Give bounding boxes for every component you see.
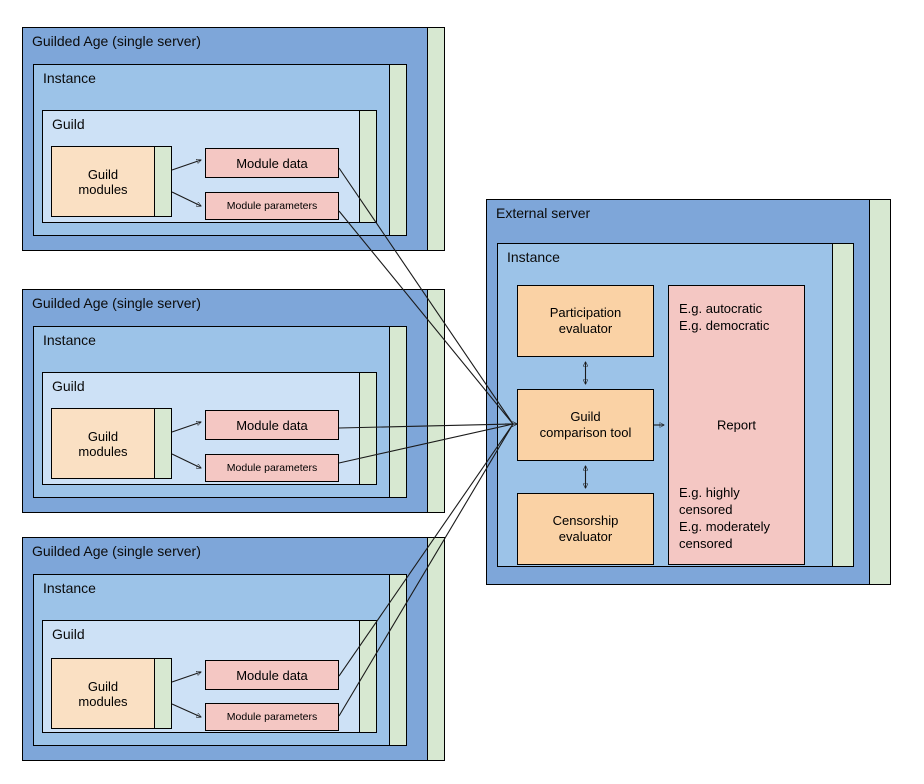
censorship-evaluator-label: Censorship evaluator <box>552 513 619 544</box>
server-title: Guilded Age (single server) <box>32 33 201 49</box>
guild-modules-label: Guild modules <box>78 166 128 197</box>
guild-title: Guild <box>52 626 85 642</box>
guild-modules-stack-indicator <box>152 146 172 217</box>
module-parameters-label: Module parameters <box>226 199 318 212</box>
module-parameters-box-1[interactable]: Module parameters <box>205 192 339 220</box>
module-parameters-box-2[interactable]: Module parameters <box>205 454 339 482</box>
module-data-box-1[interactable]: Module data <box>205 148 339 178</box>
guild-title: Guild <box>52 378 85 394</box>
instance-title: Instance <box>43 332 96 348</box>
server-title: Guilded Age (single server) <box>32 295 201 311</box>
external-instance-title: Instance <box>507 249 560 265</box>
guild-modules-box-3[interactable]: Guild modules <box>51 658 155 729</box>
instance-title: Instance <box>43 70 96 86</box>
censorship-evaluator-box[interactable]: Censorship evaluator <box>517 493 654 565</box>
participation-evaluator-box[interactable]: Participation evaluator <box>517 285 654 357</box>
module-data-box-3[interactable]: Module data <box>205 660 339 690</box>
participation-evaluator-label: Participation evaluator <box>549 305 622 336</box>
module-parameters-label: Module parameters <box>226 710 318 723</box>
external-server-stack-indicator <box>866 199 891 585</box>
guild-comparison-tool-label: Guild comparison tool <box>539 409 632 440</box>
report-examples-top: E.g. autocratic E.g. democratic <box>679 301 770 333</box>
guild-title: Guild <box>52 116 85 132</box>
guild-modules-stack-indicator <box>152 408 172 479</box>
report-box[interactable]: E.g. autocratic E.g. democratic Report E… <box>668 285 805 565</box>
module-data-label: Module data <box>236 155 308 171</box>
report-examples-bottom: E.g. highly censored E.g. moderately cen… <box>679 485 771 551</box>
guild-modules-label: Guild modules <box>78 428 128 459</box>
module-data-label: Module data <box>236 667 308 683</box>
guild-modules-box-1[interactable]: Guild modules <box>51 146 155 217</box>
server-title: Guilded Age (single server) <box>32 543 201 559</box>
module-data-label: Module data <box>236 417 308 433</box>
module-data-box-2[interactable]: Module data <box>205 410 339 440</box>
module-parameters-box-3[interactable]: Module parameters <box>205 703 339 731</box>
guild-modules-stack-indicator <box>152 658 172 729</box>
report-label: Report <box>716 417 757 433</box>
guild-comparison-tool-box[interactable]: Guild comparison tool <box>517 389 654 461</box>
module-parameters-label: Module parameters <box>226 461 318 474</box>
instance-title: Instance <box>43 580 96 596</box>
guild-modules-label: Guild modules <box>78 678 128 709</box>
external-server-title: External server <box>496 205 591 221</box>
guild-modules-box-2[interactable]: Guild modules <box>51 408 155 479</box>
